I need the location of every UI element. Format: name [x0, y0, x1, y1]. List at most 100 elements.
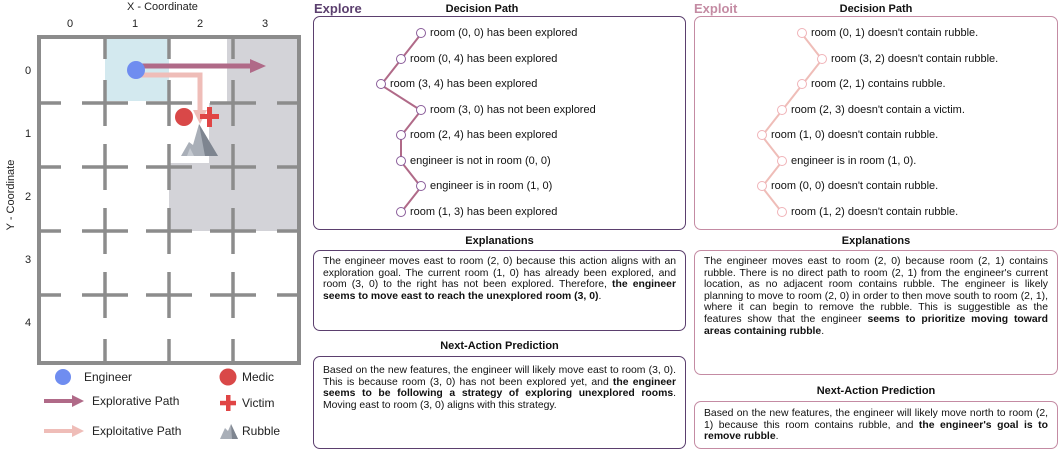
exploit-path-node-label: room (0, 1) doesn't contain rubble. — [811, 27, 979, 39]
exploit-path-node-circle — [757, 181, 767, 191]
explore-explanation-box: The engineer moves east to room (2, 0) b… — [313, 250, 686, 331]
unexplored-room-3-0 — [227, 39, 297, 103]
explore-decision-path-box: room (0, 0) has been explored room (0, 4)… — [313, 16, 686, 230]
exploit-explanation-text: The engineer moves east to room (2, 0) b… — [704, 256, 1048, 325]
explore-path-node-circle — [416, 28, 426, 38]
y-axis-title: Y - Coordinate — [5, 159, 17, 231]
legend-engineer-label: Engineer — [84, 370, 133, 384]
legend-victim: Victim — [219, 394, 274, 412]
explore-path-node-label: room (3, 0) has not been explored — [430, 103, 596, 116]
legend-explorative-label: Explorative Path — [92, 394, 180, 408]
explore-prediction-box: Based on the new features, the engineer … — [313, 356, 686, 449]
medic-icon — [175, 108, 193, 126]
explore-explanation-text: The engineer moves east to room (2, 0) b… — [323, 256, 676, 291]
legend-explorative-path: Explorative Path — [44, 394, 179, 408]
exploit-path-node-label: room (0, 0) doesn't contain rubble. — [771, 180, 939, 192]
y-tick-4: 4 — [24, 317, 32, 329]
explore-tag: Explore — [314, 1, 362, 16]
explore-path-node: engineer is not in room (0, 0) — [396, 155, 551, 167]
explore-path-node-label: room (3, 4) has been explored — [390, 78, 538, 90]
exploit-path-node-label: room (1, 2) doesn't contain rubble. — [791, 205, 959, 218]
y-tick-3: 3 — [24, 254, 32, 266]
x-tick-2: 2 — [196, 18, 204, 30]
exploit-prediction-end: . — [775, 431, 779, 443]
explore-path-node-label: room (0, 4) has been explored — [410, 52, 558, 65]
x-tick-3: 3 — [261, 18, 269, 30]
legend-engineer: Engineer — [54, 368, 132, 386]
x-tick-1: 1 — [131, 18, 139, 30]
exploit-path-node-circle — [797, 28, 807, 38]
exploit-path-node-circle — [817, 53, 827, 64]
exploit-path-node: room (1, 2) doesn't contain rubble. — [777, 206, 958, 218]
explore-path-node-circle — [396, 130, 406, 140]
exploit-path-node: room (1, 0) doesn't contain rubble. — [757, 129, 938, 141]
explore-path-node-label: engineer is not in room (0, 0) — [410, 154, 551, 167]
exploitative-arrow-icon — [44, 425, 84, 437]
exploit-path-node-circle — [777, 104, 787, 115]
explore-path-node: room (3, 0) has not been explored — [416, 104, 596, 116]
explore-path-node-label: room (2, 4) has been explored — [410, 129, 558, 141]
legend-exploitative-path: Exploitative Path — [44, 424, 181, 438]
explorative-arrowhead — [250, 59, 266, 73]
x-tick-0: 0 — [66, 18, 74, 30]
explore-path-node-circle — [396, 53, 406, 64]
exploit-explanation-end: . — [821, 325, 825, 337]
explore-path-node-label: engineer is in room (1, 0) — [430, 180, 553, 192]
explore-prediction-end: . Moving east to room (3, 0) aligns with… — [323, 388, 676, 411]
exploit-decision-path-box: room (0, 1) doesn't contain rubble. room … — [694, 16, 1058, 230]
explore-prediction-text: Based on the new features, the engineer … — [323, 365, 676, 388]
exploit-path-node: room (2, 3) doesn't contain a victim. — [777, 104, 965, 116]
exploit-prediction-title: Next-Action Prediction — [816, 385, 936, 397]
explore-path-node-label: room (1, 3) has been explored — [410, 205, 558, 218]
explore-decision-path-title: Decision Path — [445, 3, 519, 15]
rubble-shadow — [199, 124, 218, 156]
medic-icon — [219, 368, 237, 386]
rubble-small-rock — [187, 148, 194, 156]
explore-path-node: room (2, 4) has been explored — [396, 129, 557, 141]
legend-exploitative-label: Exploitative Path — [92, 424, 182, 438]
exploit-path-node-label: engineer is in room (1, 0). — [791, 154, 917, 167]
explore-path-node-circle — [416, 181, 426, 191]
exploit-path-node: room (3, 2) doesn't contain rubble. — [817, 53, 998, 65]
legend-medic: Medic — [219, 368, 274, 386]
exploit-path-node-label: room (2, 1) contains rubble. — [811, 78, 946, 90]
exploit-path-node-circle — [757, 130, 767, 140]
exploit-path-node: engineer is in room (1, 0). — [777, 155, 916, 167]
rubble-icon — [220, 424, 238, 439]
exploit-path-node-circle — [777, 206, 787, 217]
exploit-path-node-circle — [797, 79, 807, 89]
exploit-decision-path-title: Decision Path — [839, 3, 913, 15]
explore-path-node: engineer is in room (1, 0) — [416, 180, 552, 192]
victim-cross-horizontal — [200, 114, 219, 119]
exploit-path-node-label: room (1, 0) doesn't contain rubble. — [771, 129, 939, 141]
exploit-decision-path-line — [761, 33, 823, 214]
explore-path-node: room (1, 3) has been explored — [396, 206, 557, 218]
exploit-path-node: room (0, 1) doesn't contain rubble. — [797, 27, 978, 39]
exploit-prediction-text: Based on the new features, the engineer … — [704, 408, 1048, 431]
engineer-icon — [127, 61, 145, 79]
x-axis-title: X - Coordinate — [127, 1, 198, 13]
explore-path-node-circle — [416, 104, 426, 115]
victim-cross-icon — [220, 395, 236, 411]
explore-explanations-title: Explanations — [465, 235, 534, 247]
exploit-path-node-label: room (2, 3) doesn't contain a victim. — [791, 103, 965, 116]
exploit-explanation-bold: seems to prioritize moving toward areas … — [704, 313, 1049, 337]
explore-path-node-label: room (0, 0) has been explored — [430, 27, 578, 39]
legend-victim-label: Victim — [242, 396, 275, 410]
explore-path-node: room (0, 4) has been explored — [396, 53, 557, 65]
explore-path-node-circle — [396, 206, 406, 217]
legend-medic-label: Medic — [242, 370, 275, 384]
explore-path-node-circle — [376, 79, 386, 89]
exploit-explanation-box: The engineer moves east to room (2, 0) b… — [694, 250, 1058, 375]
explorative-arrow-icon — [44, 395, 84, 407]
explore-explanation-end: . — [598, 290, 602, 302]
exploit-tag: Exploit — [694, 1, 738, 16]
exploit-path-node: room (0, 0) doesn't contain rubble. — [757, 180, 938, 192]
engineer-icon — [55, 369, 71, 385]
explore-prediction-bold: the engineer seems to be following a str… — [323, 376, 676, 400]
exploit-path-node-circle — [777, 155, 787, 166]
explore-path-node-circle — [396, 155, 406, 166]
exploit-prediction-bold: the engineer's goal is to remove rubble — [704, 419, 1048, 443]
y-tick-0: 0 — [24, 65, 32, 77]
legend-rubble: Rubble — [219, 422, 280, 440]
